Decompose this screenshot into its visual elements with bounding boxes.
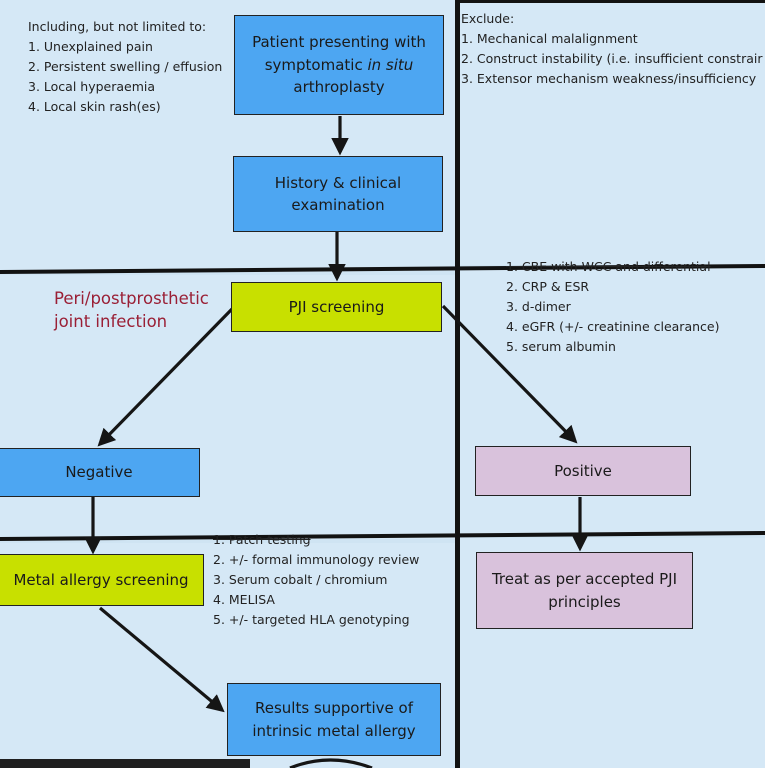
display-bezel-top-right-edge — [460, 0, 765, 3]
results-metal-allergy-box: Results supportive of intrinsic metal al… — [227, 683, 441, 756]
treat-box-line1: Treat as per accepted PJI — [491, 570, 678, 588]
exclusion-criteria-note: Exclude: 1. Mechanical malalignment 2. C… — [461, 9, 765, 89]
metal-test-item: 1. Patch testing — [213, 532, 311, 547]
history-examination-box: History & clinical examination — [233, 156, 443, 232]
peri-postprosthetic-label: Peri/postprosthetic joint infection — [54, 287, 209, 333]
pji-test-item: 4. eGFR (+/- creatinine clearance) — [506, 319, 720, 334]
inclusion-item: 2. Persistent swelling / effusion — [28, 59, 223, 74]
patient-box-in-situ: in situ — [367, 55, 414, 74]
exclusion-item: 1. Mechanical malalignment — [461, 31, 638, 46]
positive-label: Positive — [554, 461, 612, 480]
treat-pji-box: Treat as per accepted PJI principles — [476, 552, 693, 629]
peri-label-line2: joint infection — [54, 312, 168, 331]
inclusion-criteria-note: Including, but not limited to: 1. Unexpl… — [28, 17, 228, 117]
arrow-pji-to-positive — [441, 304, 578, 444]
pji-test-item: 3. d-dimer — [506, 299, 571, 314]
results-box-line2: intrinsic metal allergy — [252, 721, 416, 740]
patient-box-line3: arthroplasty — [293, 78, 385, 97]
exclusion-item: 2. Construct instability (i.e. insuffici… — [461, 51, 763, 66]
history-box-line2: examination — [291, 196, 385, 214]
inclusion-item: 4. Local skin rash(es) — [28, 99, 161, 114]
pji-test-item: 1. CBE with WCC and differential — [506, 259, 711, 274]
inclusion-item: 1. Unexplained pain — [28, 39, 153, 54]
metal-allergy-screening-label: Metal allergy screening — [13, 570, 189, 589]
patient-presenting-box: Patient presenting with symptomatic in s… — [234, 15, 444, 115]
pji-test-item: 2. CRP & ESR — [506, 279, 590, 294]
screen-panel-top-right — [460, 0, 765, 265]
positive-box: Positive — [475, 446, 691, 496]
inclusion-item: 3. Local hyperaemia — [28, 79, 156, 94]
metal-allergy-screening-box: Metal allergy screening — [0, 554, 204, 606]
inclusion-title: Including, but not limited to: — [28, 19, 207, 34]
display-bezel-vertical — [455, 0, 460, 768]
peri-label-line1: Peri/postprosthetic — [54, 289, 209, 308]
metal-test-item: 2. +/- formal immunology review — [213, 552, 420, 567]
metal-test-item: 4. MELISA — [213, 592, 275, 607]
patient-box-line1: Patient presenting with — [252, 33, 426, 52]
exclusion-title: Exclude: — [461, 11, 515, 26]
metal-test-item: 3. Serum cobalt / chromium — [213, 572, 388, 587]
metal-tests-note: 1. Patch testing 2. +/- formal immunolog… — [213, 530, 453, 630]
negative-box: Negative — [0, 448, 200, 497]
exclusion-item: 3. Extensor mechanism weakness/insuffici… — [461, 71, 757, 86]
history-box-line1: History & clinical — [274, 173, 402, 192]
arrow-continuation-stub — [289, 758, 373, 768]
pji-screening-box: PJI screening — [231, 282, 442, 332]
pji-test-item: 5. serum albumin — [506, 339, 616, 354]
arrow-pji-to-negative — [97, 307, 234, 447]
treat-box-line2: principles — [548, 592, 621, 611]
metal-test-item: 5. +/- targeted HLA genotyping — [213, 612, 410, 627]
arrow-metal-to-results — [98, 606, 225, 713]
negative-label: Negative — [65, 463, 133, 482]
patient-box-line2: symptomatic — [264, 55, 368, 74]
results-box-line1: Results supportive of — [254, 699, 414, 717]
pji-screening-label: PJI screening — [288, 297, 385, 316]
partial-box-bottom-left — [0, 759, 250, 768]
pji-tests-note: 1. CBE with WCC and differential 2. CRP … — [506, 257, 765, 357]
